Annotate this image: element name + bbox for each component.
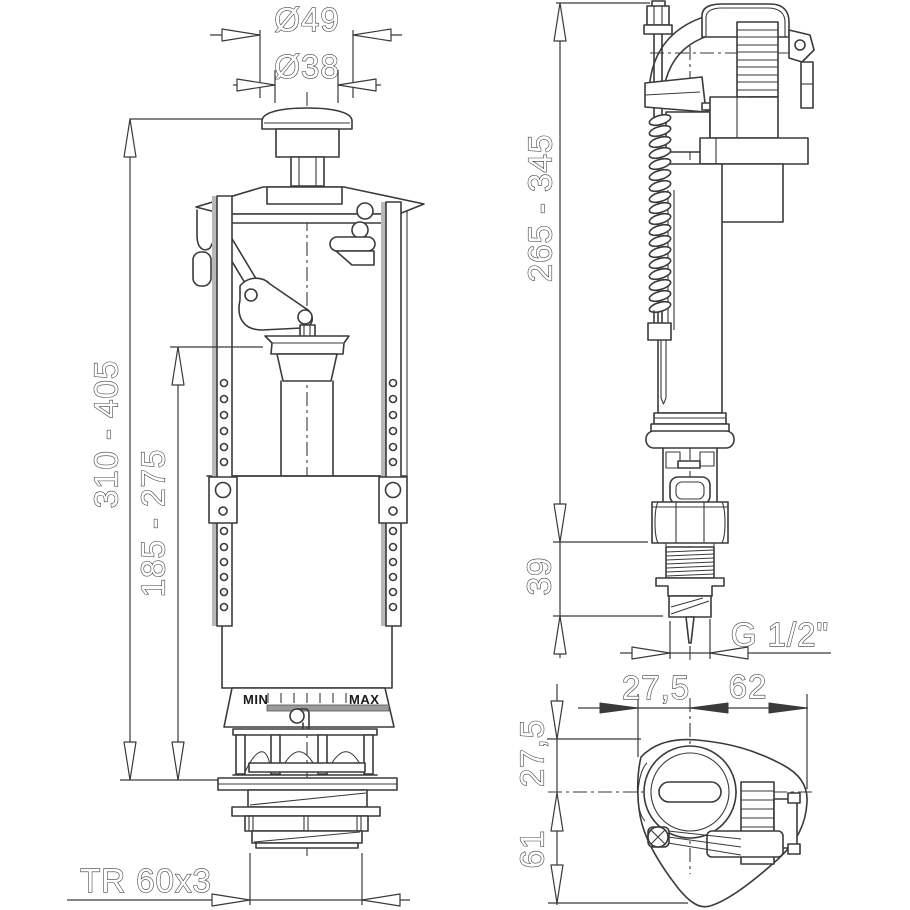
arrow-up [553, 2, 567, 42]
scale-ticks [267, 693, 347, 703]
rod-clamp [647, 322, 672, 341]
arrow-left [689, 702, 729, 714]
shank-collar [645, 430, 735, 449]
push-button-cap [261, 107, 353, 130]
arrow-right [768, 702, 808, 714]
scale-max-label: MAX [349, 692, 379, 707]
dim-diameter-outer: Ø49 [274, 1, 339, 38]
valve-body [221, 475, 393, 689]
push-button-stem [290, 156, 325, 187]
arrow-up [553, 615, 567, 655]
bracket-hole [351, 221, 369, 239]
seat-plate [248, 762, 366, 773]
arrow-right [599, 702, 639, 714]
rail-holes [219, 378, 398, 612]
push-button-body [275, 128, 340, 158]
dim-topview-offset: 27,5 [622, 669, 690, 706]
arrow-down [171, 741, 185, 781]
dim-topview-width: 62 [729, 668, 768, 705]
arrow-right [211, 893, 251, 907]
dim-topview-top: 27,5 [514, 719, 551, 787]
dim-diameter-inner: Ø38 [274, 48, 339, 85]
washer [231, 806, 381, 817]
shank-flange [655, 577, 725, 597]
hook-end [192, 251, 212, 287]
fill-valve-top-view [548, 698, 812, 908]
arrow-up [171, 346, 185, 386]
dim-bottom-thread: TR 60x3 [80, 862, 212, 899]
arrow-up [550, 792, 564, 832]
overflow-tube [280, 380, 334, 477]
cage-top [232, 728, 378, 736]
arrow-down [550, 700, 564, 740]
inlet-needle [685, 616, 695, 644]
overflow-funnel [264, 335, 350, 355]
arrow-down [550, 864, 564, 904]
dim-shank-length: 39 [521, 557, 558, 596]
arrow-down [553, 503, 567, 543]
flush-valve-side-view: MIN MAX [192, 92, 425, 858]
arrow-right [631, 646, 671, 660]
bracket-hole [356, 202, 374, 220]
spring-coil [648, 113, 672, 314]
rod-hex-cap [646, 5, 670, 26]
lock-nut [244, 815, 369, 832]
mounting-shelf [699, 137, 809, 165]
band-clip [289, 708, 305, 724]
arrow-left [361, 893, 401, 907]
dim-fill-height: 265 - 345 [522, 134, 559, 282]
scale-min-label: MIN [243, 692, 268, 707]
arrow-left [337, 78, 377, 92]
flush-lever [238, 277, 313, 331]
shank-hex-nut [651, 501, 729, 544]
scale-bar [266, 704, 390, 712]
arrow-right [236, 78, 276, 92]
dim-height-mid: 185 - 275 [135, 449, 172, 597]
arrow-down [123, 741, 137, 781]
arrow-up [123, 118, 137, 158]
arrow-left [352, 28, 392, 42]
float-slot [658, 781, 722, 803]
shank-thread-lower [668, 595, 712, 618]
dim-topview-depth: 61 [514, 830, 551, 869]
dimensions: Ø49 Ø38 310 - 405 185 - 275 265 - 345 39… [67, 0, 831, 907]
dim-thread-connection: G 1/2" [731, 616, 829, 653]
latch-tab [800, 61, 814, 109]
arrow-left [709, 646, 749, 660]
arrow-right [221, 28, 261, 42]
dim-height-total: 310 - 405 [88, 360, 125, 508]
fill-valve-side-view [643, 0, 815, 662]
